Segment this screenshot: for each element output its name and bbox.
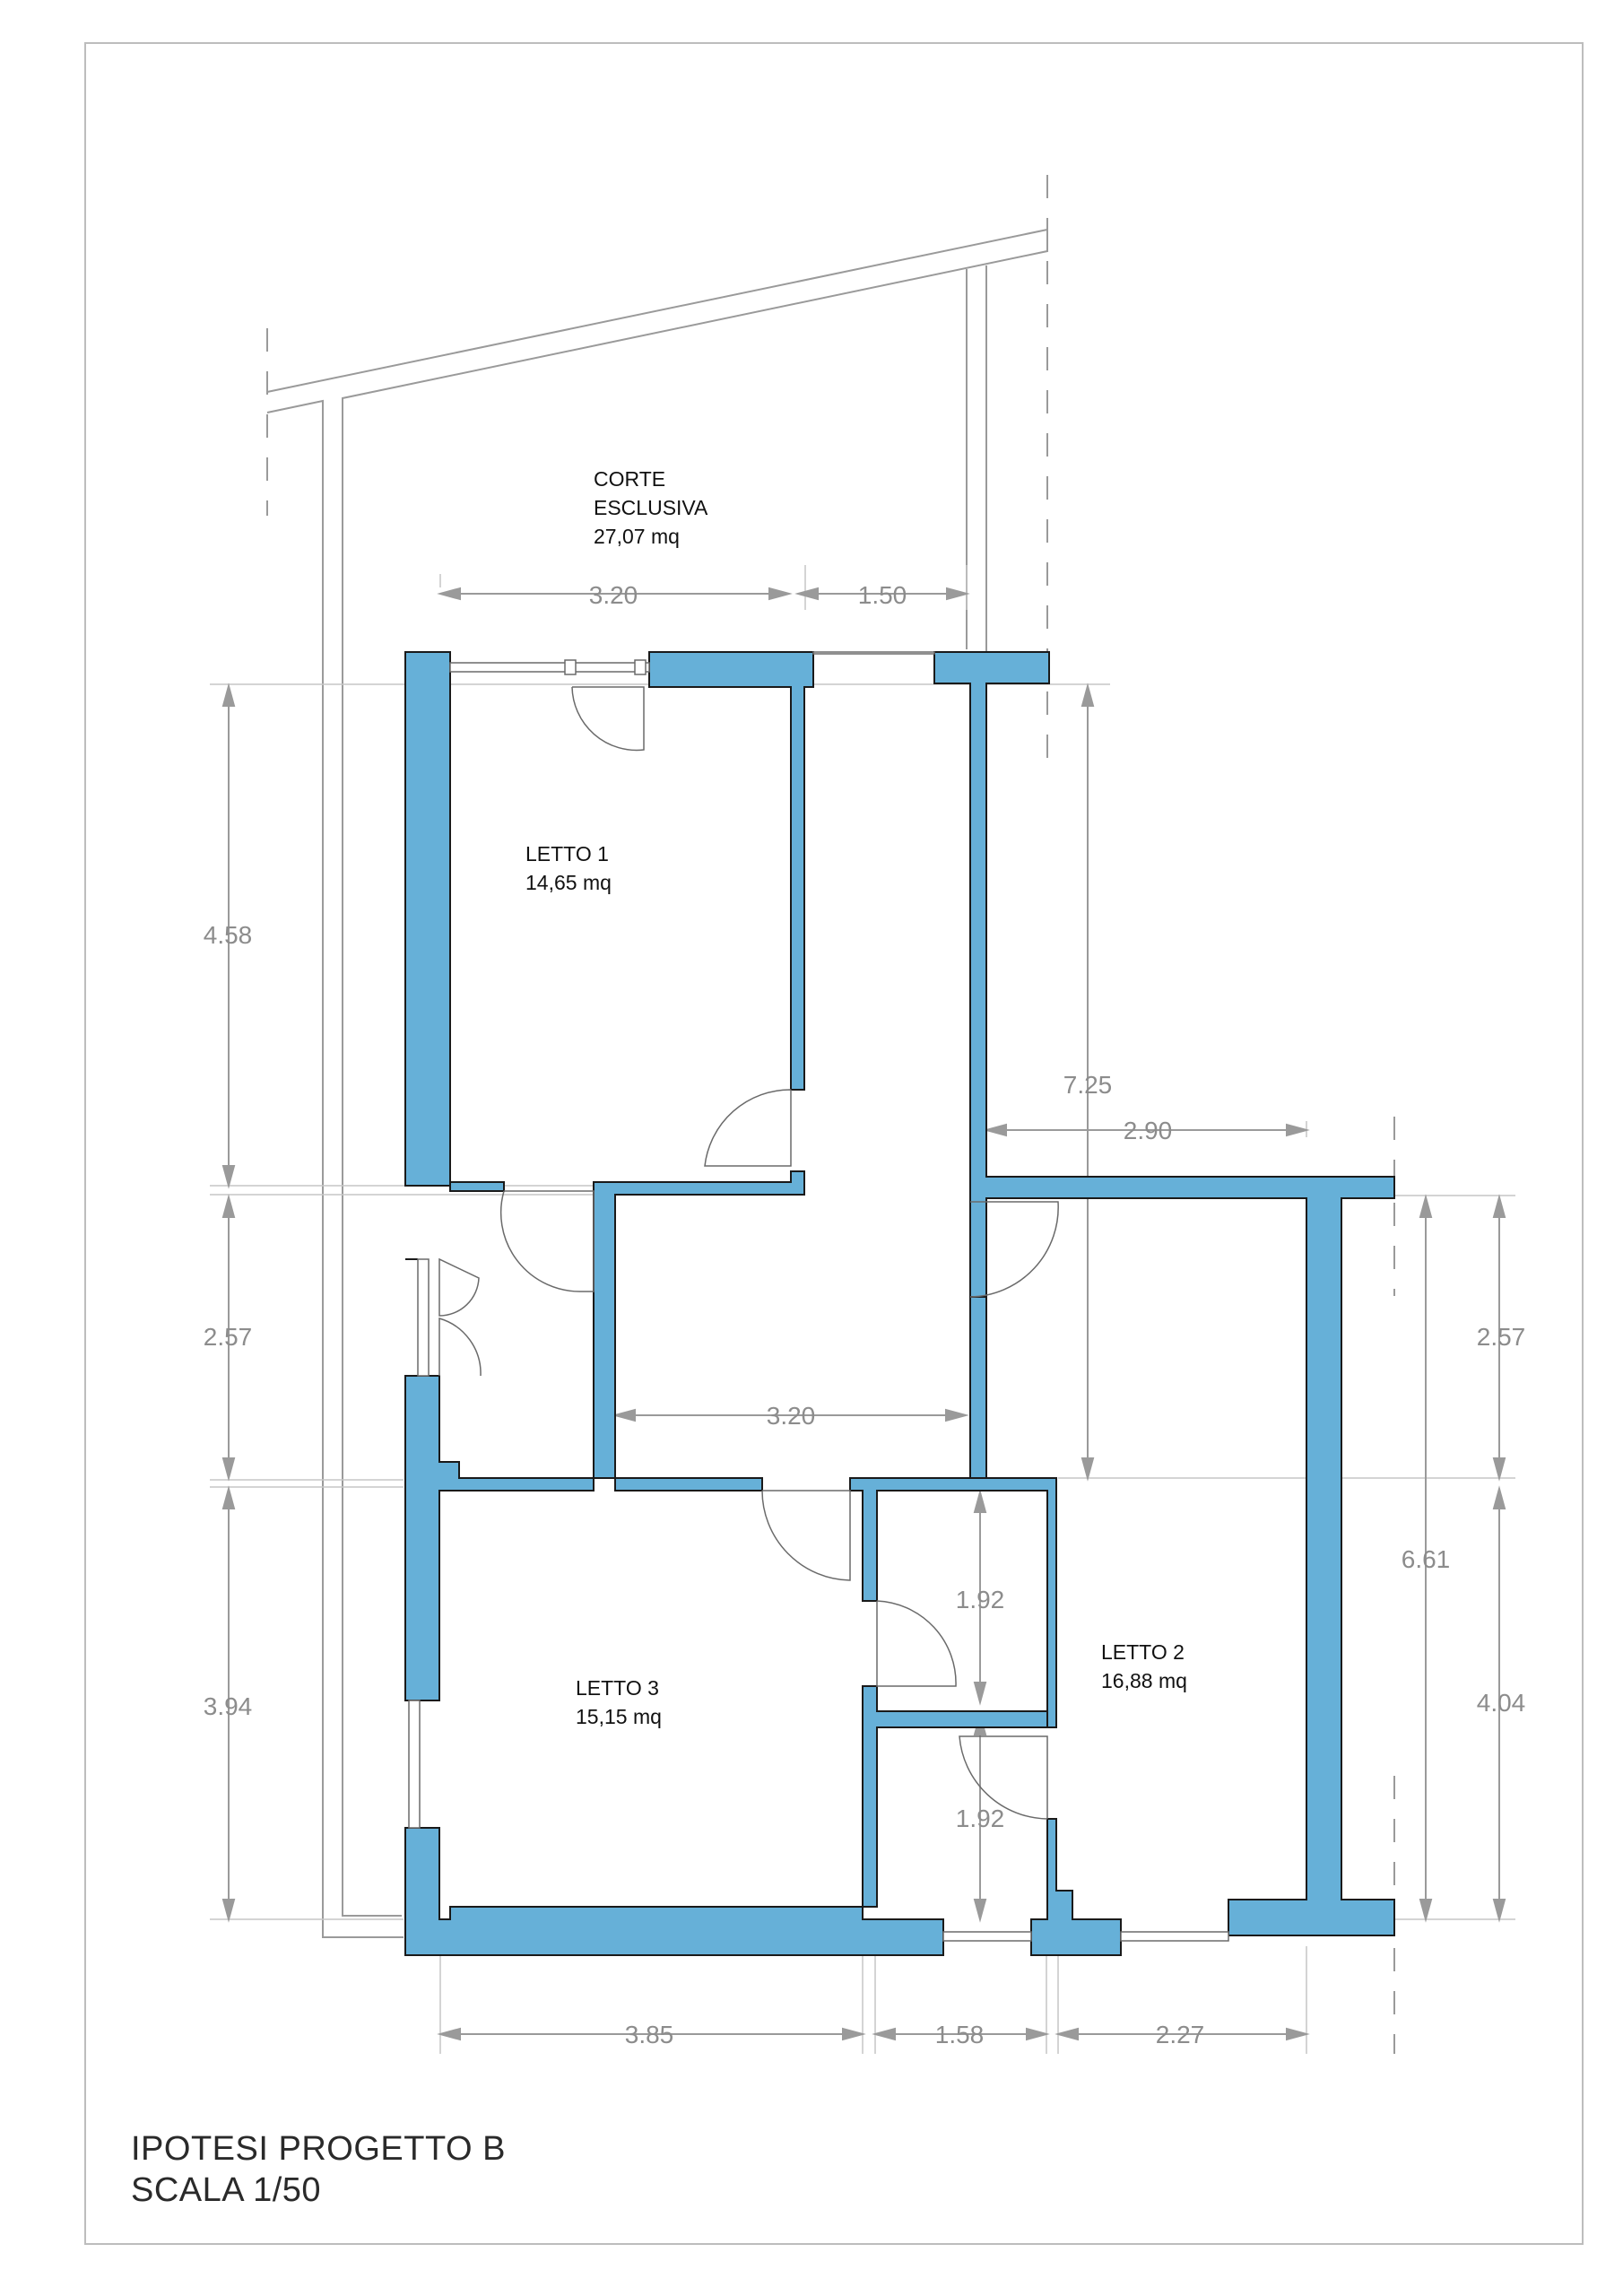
wall-top-right-pier (933, 651, 1395, 1936)
window-bottom-bath (942, 1931, 1032, 1942)
dim-bath-lower: 1.92 (956, 1805, 1005, 1832)
wall-letto1-bottom (449, 1181, 505, 1192)
label-letto3-name: LETTO 3 (576, 1676, 659, 1700)
dim-bottom-middle: 1.58 (935, 2021, 985, 2048)
doors (438, 686, 1059, 1820)
label-letto3-area: 15,15 mq (576, 1705, 662, 1728)
label-letto1-area: 14,65 mq (525, 871, 612, 894)
label-corte-area: 27,07 mq (594, 525, 680, 548)
wall-corridor-right (969, 1296, 987, 1479)
dim-top-right: 1.50 (858, 581, 907, 609)
door-letto1-lower (704, 1089, 792, 1167)
dim-right-upper: 2.57 (1477, 1323, 1526, 1351)
wall-corridor-bottom (614, 1477, 763, 1492)
wall-left-lower (404, 1827, 944, 1956)
dim-right-lower: 4.04 (1477, 1689, 1526, 1717)
wall-top-letto1-end (648, 651, 814, 1091)
door-letto3 (761, 1490, 851, 1581)
walls (404, 651, 1395, 1956)
window-bottom-letto2 (1120, 1931, 1229, 1942)
dim-corridor-width: 3.20 (767, 1402, 816, 1430)
dim-bath-upper: 1.92 (956, 1586, 1005, 1613)
wall-bath-top (849, 1477, 1057, 1728)
wall-left-below-window (404, 1375, 595, 1701)
windows (408, 651, 1229, 1942)
dim-bottom-right: 2.27 (1156, 2021, 1205, 2048)
door-closet-1 (438, 1257, 480, 1317)
door-closet-2 (438, 1317, 482, 1377)
drawing-scale: SCALA 1/50 (131, 2171, 322, 2209)
door-bath-lower (959, 1735, 1048, 1820)
wall-corridor-top (593, 1170, 805, 1479)
label-letto2-area: 16,88 mq (1101, 1669, 1187, 1692)
sheet-frame (84, 42, 1584, 2245)
window-top-corridor (812, 651, 935, 655)
dim-corridor-height: 7.25 (1063, 1071, 1113, 1099)
dim-step-width: 2.90 (1124, 1117, 1173, 1144)
door-letto2 (969, 1201, 1059, 1298)
label-letto1-name: LETTO 1 (525, 842, 609, 865)
door-bath-upper (876, 1600, 957, 1687)
drawing-title: IPOTESI PROGETTO B (131, 2130, 506, 2168)
window-left-letto3 (408, 1700, 421, 1829)
wall-bath-middle (862, 1685, 1048, 1908)
dim-right-total: 6.61 (1402, 1545, 1451, 1573)
door-hall (499, 1190, 595, 1292)
dim-left-middle: 2.57 (204, 1323, 253, 1351)
dimension-lines (221, 587, 1506, 2041)
dim-top-left: 3.20 (589, 581, 638, 609)
wall-bottom-middle (1030, 1818, 1122, 1956)
label-corte-line2: ESCLUSIVA (594, 496, 708, 519)
label-letto2-name: LETTO 2 (1101, 1640, 1185, 1664)
dim-bottom-left: 3.85 (625, 2021, 674, 2048)
window-left-middle (417, 1258, 430, 1377)
dim-left-upper: 4.58 (204, 921, 253, 949)
dim-left-lower: 3.94 (204, 1692, 253, 1720)
label-corte-line1: CORTE (594, 467, 665, 491)
door-letto1-entry (571, 686, 645, 752)
wall-top-left-pier (404, 651, 451, 1187)
window-top-letto1 (449, 662, 650, 673)
